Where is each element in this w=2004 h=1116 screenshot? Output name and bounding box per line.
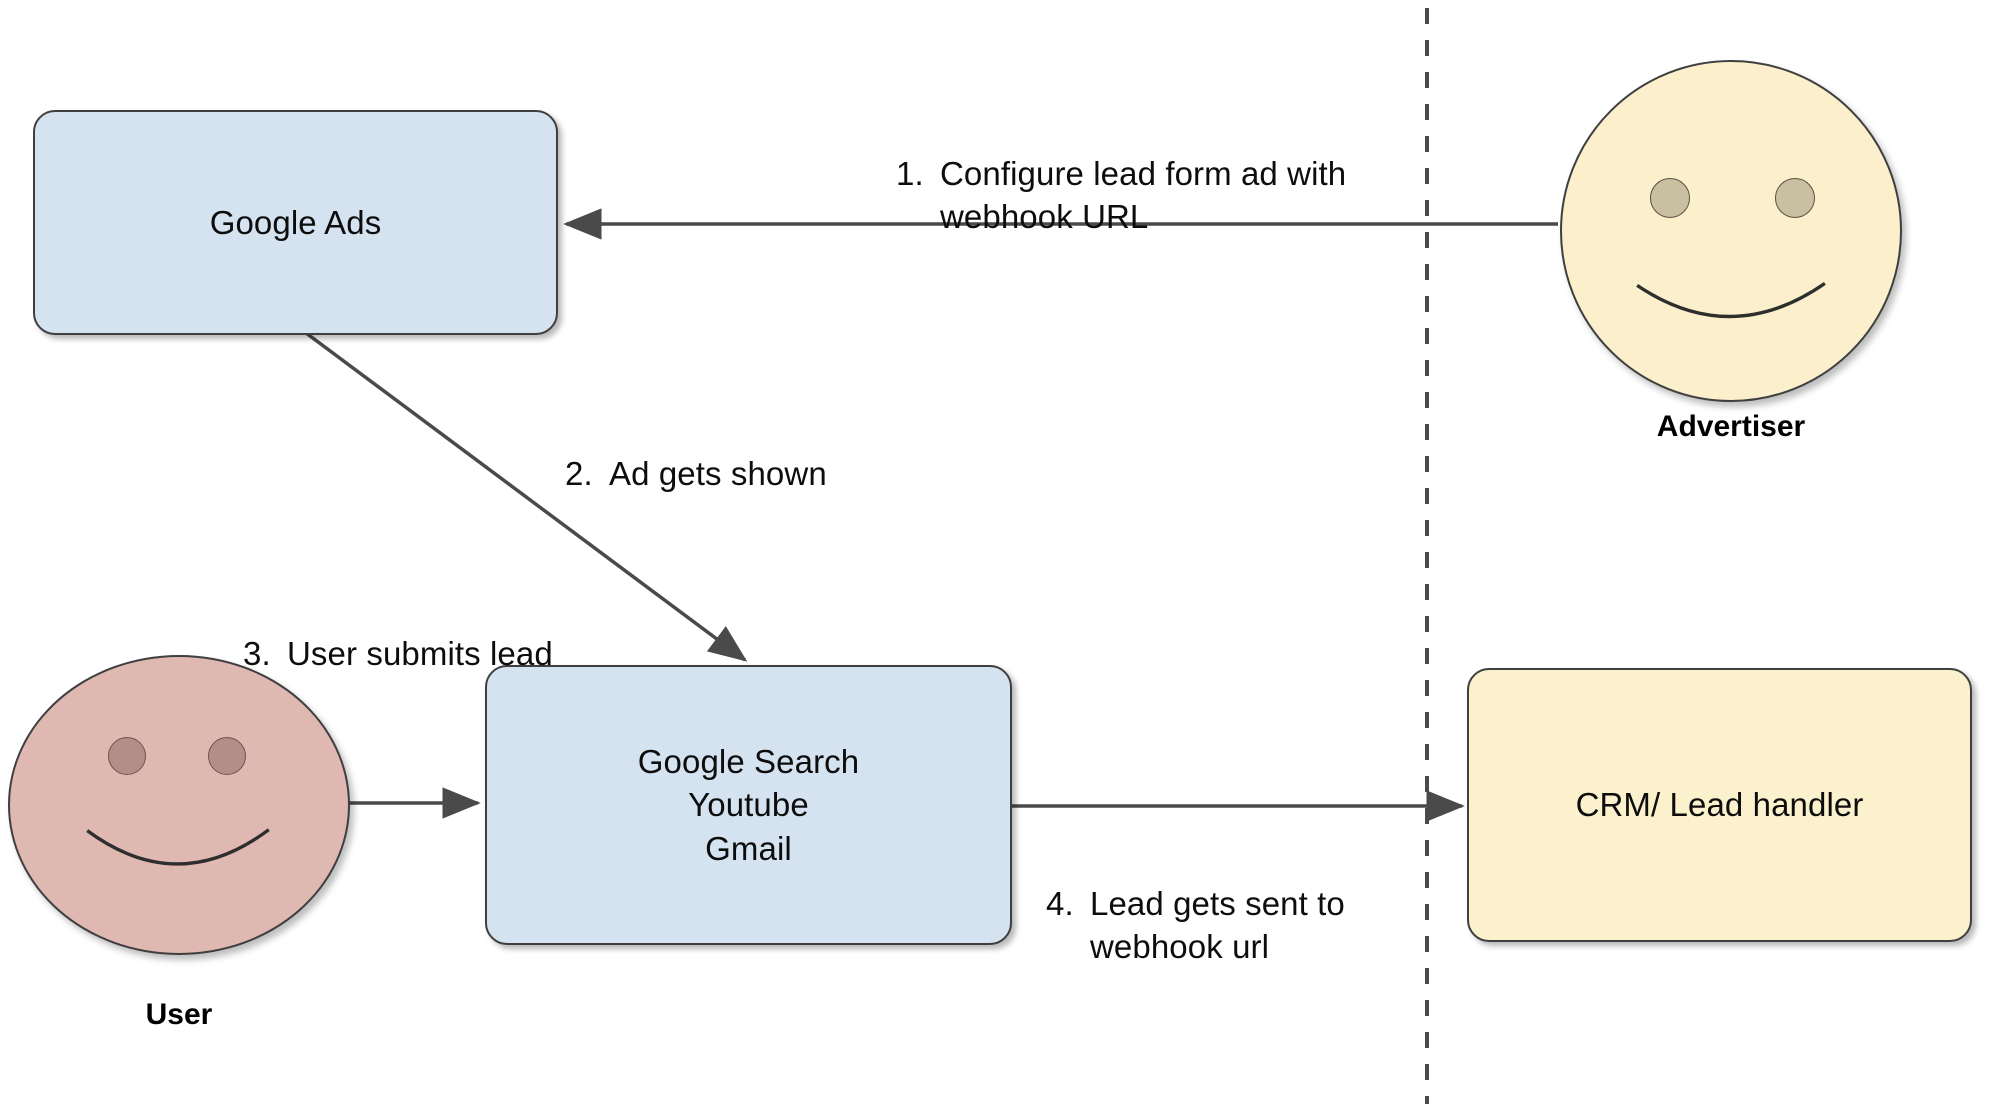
user-face-icon[interactable] (8, 655, 350, 955)
user-left-eye-icon (108, 737, 146, 775)
advertiser-label: Advertiser (1656, 410, 1806, 443)
edge-label-step-4-text: Lead gets sent to webhook url (1090, 884, 1345, 965)
edge-label-step-2-number: 2. (565, 454, 593, 492)
edge-label-step-4: 4. Lead gets sent to webhook url (1046, 840, 1436, 969)
edge-label-step-1-text: Configure lead form ad with webhook URL (940, 154, 1347, 235)
edge-label-step-3-text: User submits lead (287, 634, 553, 672)
node-google-surfaces-label: Google Search Youtube Gmail (637, 742, 860, 867)
user-smile-icon (86, 828, 270, 866)
edge-label-step-2-text: Ad gets shown (609, 454, 827, 492)
advertiser-right-eye-icon (1775, 178, 1815, 218)
arrow-google-ads-to-surfaces (300, 328, 748, 662)
advertiser-smile-icon (1636, 281, 1826, 319)
edge-label-step-1: 1. Configure lead form ad with webhook UR… (896, 110, 1416, 239)
edge-label-step-3: 3. User submits lead (243, 590, 643, 676)
edge-label-step-4-number: 4. (1046, 884, 1074, 922)
edge-label-step-2: 2. Ad gets shown (565, 410, 995, 496)
user-label: User (145, 998, 213, 1031)
advertiser-face-icon[interactable] (1560, 60, 1902, 402)
node-crm-lead-handler-label: CRM/ Lead handler (1575, 786, 1864, 824)
advertiser-left-eye-icon (1650, 178, 1690, 218)
edge-label-step-3-number: 3. (243, 634, 271, 672)
node-google-ads-label: Google Ads (209, 203, 382, 241)
node-crm-lead-handler[interactable]: CRM/ Lead handler (1467, 668, 1972, 942)
edge-label-step-1-number: 1. (896, 154, 924, 192)
user-right-eye-icon (208, 737, 246, 775)
node-google-ads[interactable]: Google Ads (33, 110, 558, 335)
node-google-surfaces[interactable]: Google Search Youtube Gmail (485, 665, 1012, 945)
